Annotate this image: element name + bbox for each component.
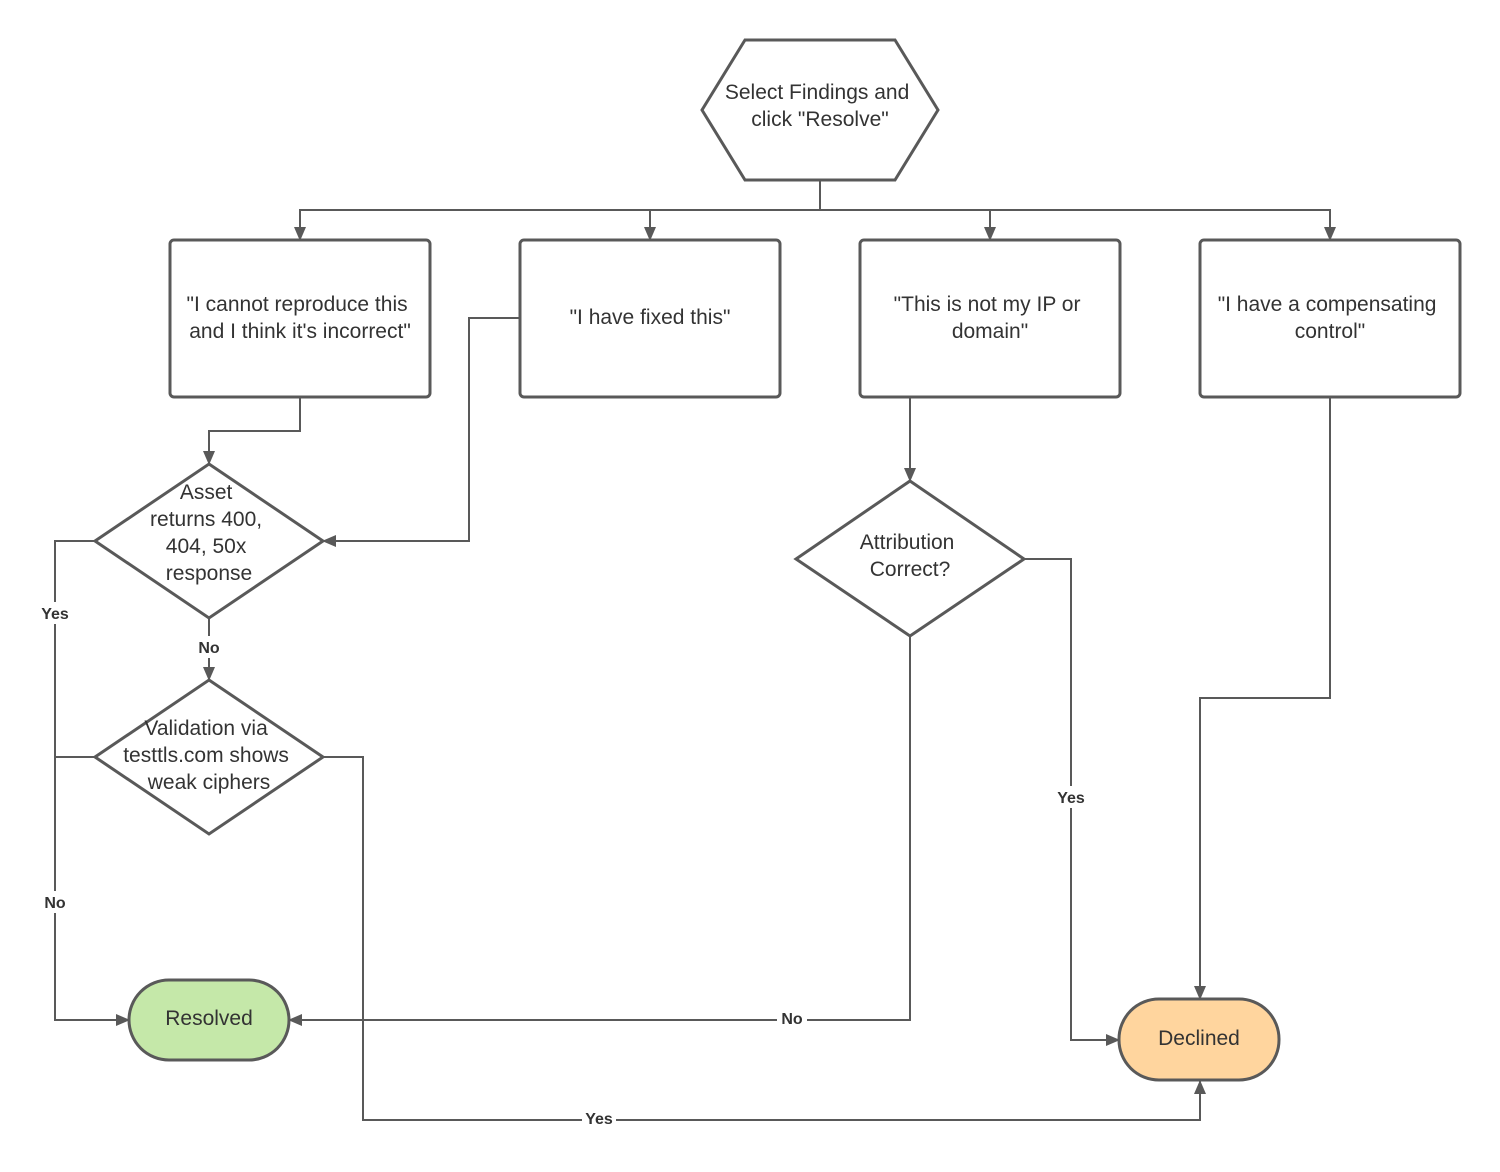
asset-line-3: 404, 50x [166,535,247,558]
decision-validation: Validation via testtls.com shows weak ci… [92,678,326,836]
edge-compensating-to-declined [1194,397,1331,1000]
edge-asset-yes-to-resolved [54,540,130,1026]
declined-pill [1117,997,1281,1082]
start-line-2: click "Resolve" [751,108,888,131]
not-mine-line-1: "This is not my IP or [894,293,1081,316]
edge-start-to-compensating [820,209,1336,241]
option-not-mine-box [858,238,1122,399]
terminal-resolved: Resolved [127,978,291,1062]
compensating-line-2: control" [1295,320,1366,343]
edge-fixed-to-asset [322,317,520,547]
validation-line-2: testtls.com shows [123,744,289,767]
option-compensating: "I have a compensating control" [1198,238,1462,399]
svg-text:Select Findings and clic: Select Findings and click "Resolve" [725,81,915,131]
option-reproduce: "I cannot reproduce this and I think it'… [168,238,432,399]
decision-attribution: Attribution Correct? [793,479,1027,638]
compensating-line-1: "I have a compensating [1218,293,1437,316]
asset-line-1: Asset [180,481,233,504]
asset-line-2: returns 400, [150,508,262,531]
validation-line-3: weak ciphers [147,771,271,794]
svg-text:"I have fixed this": "I have fixed this" [570,306,731,329]
label-attribution-no: No [781,1011,803,1028]
label-asset-no: No [198,640,220,657]
decision-validation-diamond [92,678,326,836]
option-compensating-box [1198,238,1462,399]
attribution-line-1: Attribution [860,531,955,554]
option-fixed-box [518,238,782,399]
edge-start-to-not-mine [820,209,996,241]
label-asset-yes: Yes [41,606,69,623]
edge-start-to-reproduce [294,209,820,241]
start-node: Select Findings and click "Resolve" [700,38,940,182]
decision-asset-diamond [92,462,326,620]
decision-attribution-diamond [793,479,1027,638]
svg-text:"I have a compensating c: "I have a compensating control" [1218,293,1443,343]
edge-reproduce-to-asset [203,397,301,465]
svg-text:"I cannot reproduce this: "I cannot reproduce this and I think it'… [187,293,414,343]
svg-text:Attribution Correct?: Attribution Correct? [860,531,960,581]
option-fixed: "I have fixed this" [518,238,782,399]
attribution-line-2: Correct? [870,558,951,581]
reproduce-line-1: "I cannot reproduce this [187,293,408,316]
option-reproduce-box [168,238,432,399]
fixed-line-1: "I have fixed this" [570,306,731,329]
validation-line-1: Validation via [144,717,268,740]
label-validation-yes: Yes [585,1111,613,1128]
edge-labels: Yes No No Yes Yes No [38,602,1088,1131]
edge-validation-yes-to-declined [323,756,1206,1121]
declined-label: Declined [1158,1027,1240,1050]
start-hexagon [700,38,940,182]
label-validation-no: No [44,895,66,912]
resolved-pill [127,978,291,1062]
svg-text:Validation via testtls.c: Validation via testtls.com shows weak ci… [123,717,295,794]
start-line-1: Select Findings and [725,81,909,104]
reproduce-line-2: and I think it's incorrect" [189,320,411,343]
decision-asset-returns: Asset returns 400, 404, 50x response [92,462,326,620]
svg-text:"This is not my IP or do: "This is not my IP or domain" [894,293,1087,343]
edge-start-to-fixed [644,209,820,241]
terminal-declined: Declined [1117,997,1281,1082]
asset-line-4: response [166,562,252,585]
label-attribution-yes: Yes [1057,790,1085,807]
svg-text:Asset returns 400,: Asset returns 400, 404, 50x response [150,481,268,585]
edge-attribution-no-to-resolved [288,636,911,1026]
not-mine-line-2: domain" [952,320,1028,343]
resolved-label: Resolved [165,1007,253,1030]
option-not-mine: "This is not my IP or domain" [858,238,1122,399]
